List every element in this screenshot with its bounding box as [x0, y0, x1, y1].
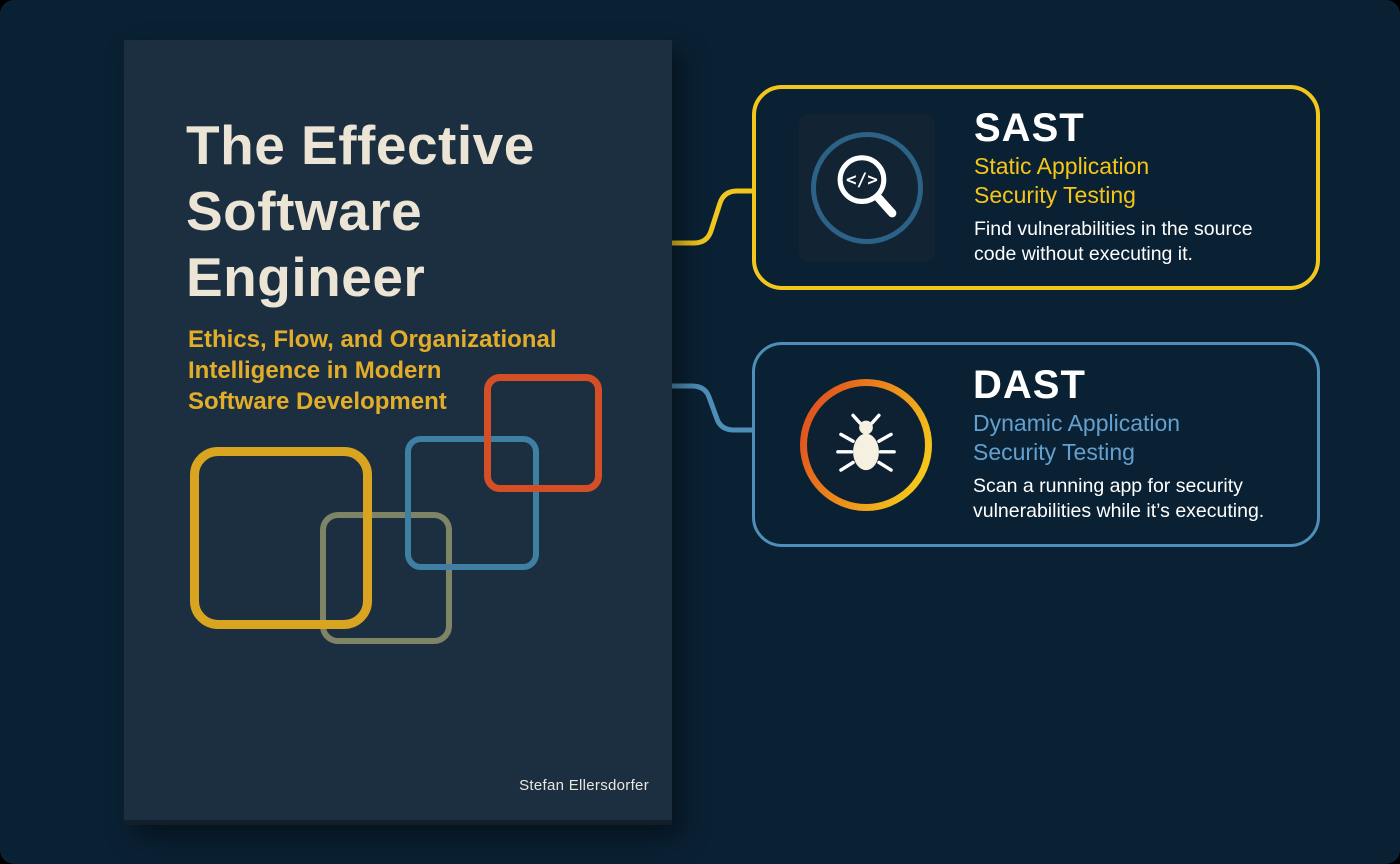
- sast-subtitle-line: Static Application: [974, 153, 1150, 180]
- decor-square-olive: [320, 512, 452, 644]
- sast-icon-tile: </>: [799, 113, 935, 262]
- decor-square-orange: [484, 374, 602, 492]
- sast-subtitle: Static Application Security Testing: [974, 152, 1253, 210]
- decor-square-yellow: [190, 447, 372, 629]
- sast-connector-line: [669, 188, 755, 246]
- bug-icon: [836, 413, 896, 472]
- dast-description-line: vulnerabilities while it’s executing.: [973, 500, 1265, 523]
- dast-description: Scan a running app for security vulnerab…: [973, 474, 1264, 525]
- sast-description-line: code without executing it.: [974, 243, 1193, 266]
- sast-icon-ring: </>: [811, 131, 923, 244]
- code-magnifier-icon: </>: [837, 154, 897, 217]
- decor-square-blue: [405, 436, 539, 570]
- dast-subtitle-line: Dynamic Application: [973, 410, 1181, 437]
- sast-card: </> SAST Static Application Security Tes…: [752, 85, 1320, 290]
- dast-icon-inner: [807, 385, 925, 504]
- sast-description-line: Find vulnerabilities in the source: [974, 217, 1253, 240]
- dast-subtitle-line: Security Testing: [973, 438, 1135, 465]
- sast-title: SAST: [974, 106, 1085, 151]
- book-title-line: Software: [186, 180, 423, 242]
- dast-card: DAST Dynamic Application Security Testin…: [752, 342, 1320, 547]
- book-title-line: Engineer: [186, 246, 426, 308]
- svg-text:</>: </>: [846, 170, 878, 190]
- book-author: Stefan Ellersdorfer: [519, 777, 649, 794]
- book-title-line: The Effective: [186, 114, 535, 176]
- book-subtitle-line: Software Development: [188, 388, 447, 416]
- sast-description: Find vulnerabilities in the source code …: [974, 217, 1253, 268]
- book-title: The Effective Software Engineer: [186, 112, 535, 310]
- dast-icon-column: [791, 378, 941, 511]
- dast-title: DAST: [973, 363, 1086, 408]
- book-subtitle-line: Intelligence in Modern: [188, 357, 442, 385]
- sast-text-block: SAST Static Application Security Testing…: [974, 107, 1253, 268]
- book-subtitle: Ethics, Flow, and Organizational Intelli…: [188, 324, 556, 418]
- dast-connector-line: [669, 383, 755, 433]
- dast-description-line: Scan a running app for security: [973, 474, 1243, 497]
- dast-text-block: DAST Dynamic Application Security Testin…: [973, 364, 1264, 525]
- sast-subtitle-line: Security Testing: [974, 181, 1136, 208]
- book-subtitle-line: Ethics, Flow, and Organizational: [188, 326, 557, 353]
- dast-subtitle: Dynamic Application Security Testing: [973, 409, 1264, 467]
- sast-icon-column: </>: [792, 113, 942, 262]
- book-cover: The Effective Software Engineer Ethics, …: [124, 40, 672, 825]
- dast-icon-ring: [800, 378, 932, 511]
